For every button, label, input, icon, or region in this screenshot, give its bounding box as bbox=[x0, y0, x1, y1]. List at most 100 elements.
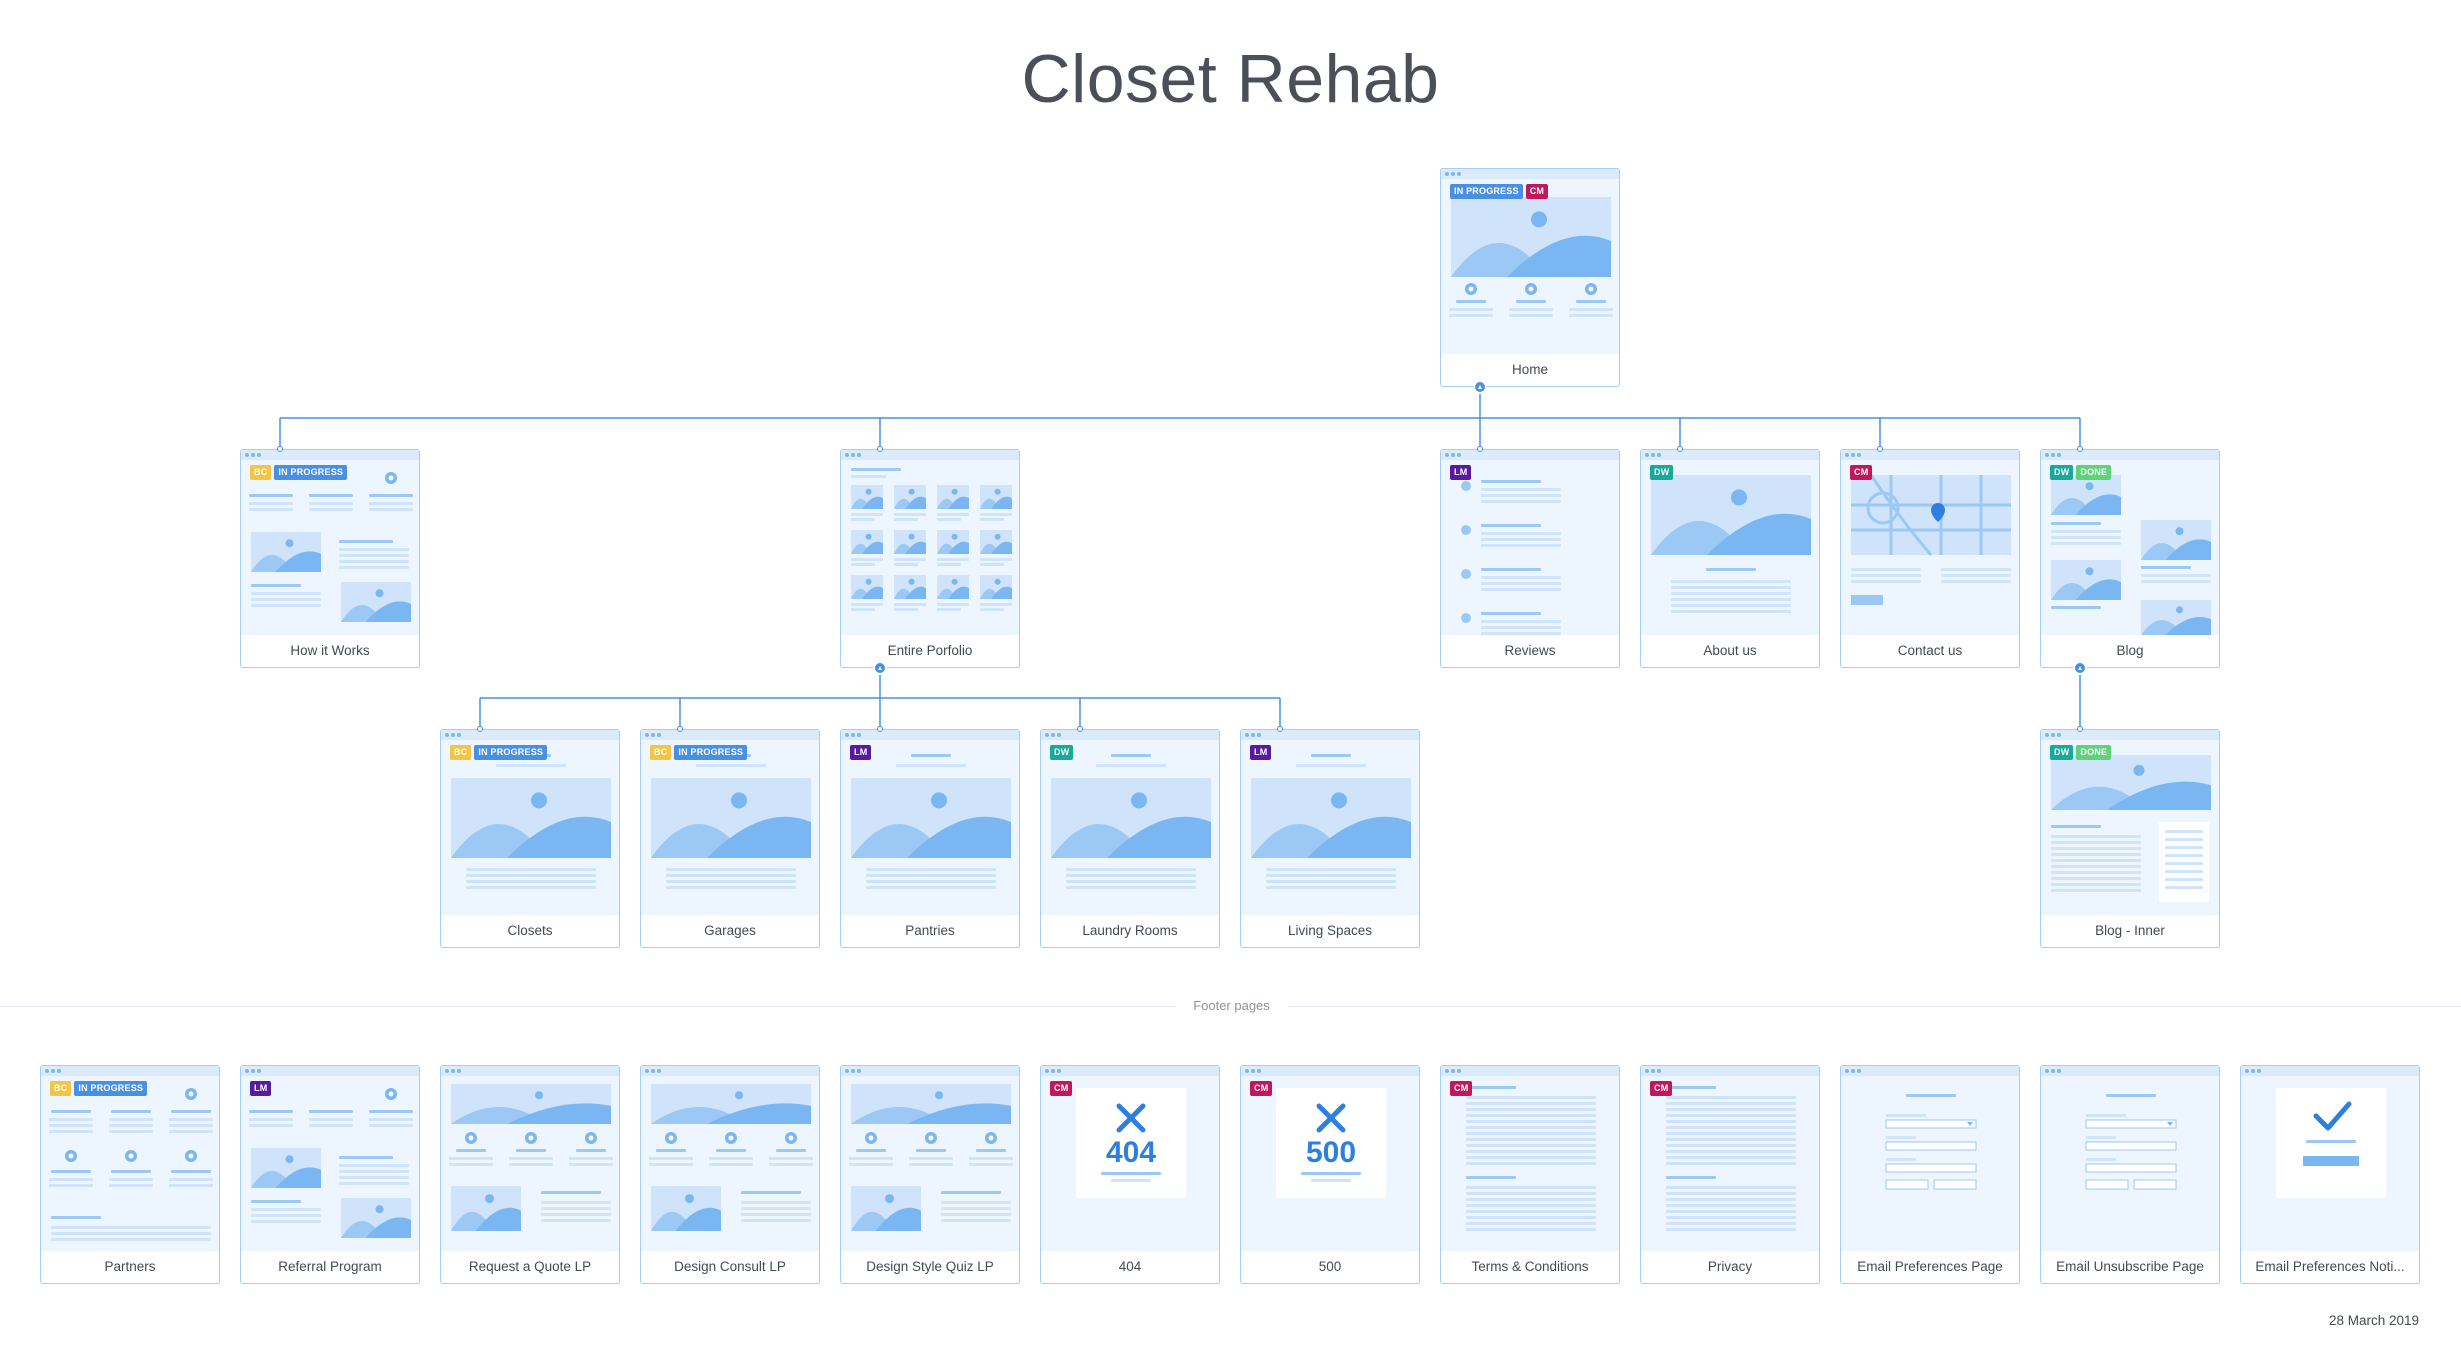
wireframe-thumbnail bbox=[1241, 740, 1419, 915]
page-card-contact-us[interactable]: CM Contact us bbox=[1840, 449, 2020, 668]
thumbnail-art bbox=[1251, 754, 1411, 889]
thumbnail-art bbox=[2051, 755, 2211, 902]
thumbnail-art bbox=[2085, 1094, 2177, 1190]
window-dot-icon bbox=[1845, 453, 1849, 457]
page-card-design-consult[interactable]: Design Consult LP bbox=[640, 1065, 820, 1284]
wireframe-thumbnail bbox=[241, 1076, 419, 1251]
thumbnail-art bbox=[449, 1084, 613, 1231]
wireframe-thumbnail bbox=[1441, 460, 1619, 635]
wireframe-window-bar bbox=[841, 450, 1019, 460]
page-card-email-unsubscribe[interactable]: Email Unsubscribe Page bbox=[2040, 1065, 2220, 1284]
window-dot-icon bbox=[851, 733, 855, 737]
window-dot-icon bbox=[45, 1069, 49, 1073]
collapse-toggle-icon[interactable] bbox=[1473, 380, 1487, 394]
page-card-email-preferences-notif[interactable]: Email Preferences Noti... bbox=[2240, 1065, 2420, 1284]
collapse-toggle-icon[interactable] bbox=[2073, 661, 2087, 675]
status-badge: LM bbox=[1250, 745, 1272, 760]
status-badges: CM bbox=[1450, 1081, 1473, 1096]
wireframe-thumbnail bbox=[2041, 460, 2219, 635]
wireframe-window-bar bbox=[1241, 1066, 1419, 1076]
window-dot-icon bbox=[2045, 453, 2049, 457]
window-dot-icon bbox=[1045, 1069, 1049, 1073]
connector-anchor-icon bbox=[2077, 726, 2083, 732]
thumbnail-art bbox=[49, 1088, 213, 1241]
status-badge: DONE bbox=[2076, 745, 2112, 760]
page-card-request-quote[interactable]: Request a Quote LP bbox=[440, 1065, 620, 1284]
page-label: Living Spaces bbox=[1287, 923, 1373, 938]
status-badge: DW bbox=[1050, 745, 1074, 760]
window-dot-icon bbox=[1245, 1069, 1249, 1073]
wireframe-thumbnail bbox=[841, 740, 1019, 915]
status-badge: BC bbox=[50, 1081, 72, 1096]
wireframe-thumbnail bbox=[1641, 1076, 1819, 1251]
status-badge: DW bbox=[1650, 465, 1674, 480]
collapse-toggle-icon[interactable] bbox=[873, 661, 887, 675]
page-label: Request a Quote LP bbox=[468, 1259, 592, 1274]
wireframe-thumbnail bbox=[241, 460, 419, 635]
wireframe-thumbnail bbox=[1441, 1076, 1619, 1251]
connector-anchor-icon bbox=[877, 446, 883, 452]
status-badge: CM bbox=[1050, 1081, 1073, 1096]
page-label: Entire Porfolio bbox=[887, 643, 973, 658]
window-dot-icon bbox=[2045, 733, 2049, 737]
window-dot-icon bbox=[1451, 172, 1455, 176]
thumbnail-art bbox=[2051, 475, 2211, 635]
page-label: Contact us bbox=[1897, 643, 1963, 658]
connector-anchor-icon bbox=[1077, 726, 1083, 732]
window-dot-icon bbox=[1651, 1069, 1655, 1073]
thumbnail-art bbox=[1885, 1094, 1977, 1190]
window-dot-icon bbox=[2245, 1069, 2249, 1073]
window-dot-icon bbox=[251, 453, 255, 457]
status-badges: CM bbox=[1850, 465, 1873, 480]
wireframe-window-bar bbox=[2041, 1066, 2219, 1076]
thumbnail-art bbox=[2276, 1088, 2386, 1198]
thumbnail-art bbox=[1651, 475, 1811, 613]
wireframe-window-bar bbox=[1441, 1066, 1619, 1076]
wireframe-thumbnail bbox=[441, 740, 619, 915]
document-date: 28 March 2019 bbox=[2328, 1313, 2419, 1328]
wireframe-window-bar bbox=[841, 1066, 1019, 1076]
wireframe-thumbnail bbox=[2041, 740, 2219, 915]
window-dot-icon bbox=[1457, 1069, 1461, 1073]
page-card-entire-portfolio[interactable]: Entire Porfolio bbox=[840, 449, 1020, 668]
window-dot-icon bbox=[457, 1069, 461, 1073]
thumbnail-art bbox=[249, 1088, 413, 1238]
page-card-living-spaces[interactable]: LM Living Spaces bbox=[1240, 729, 1420, 948]
status-badge: DW bbox=[2050, 465, 2074, 480]
page-label: 500 bbox=[1318, 1259, 1342, 1274]
window-dot-icon bbox=[2057, 733, 2061, 737]
page-label: Email Preferences Noti... bbox=[2255, 1259, 2405, 1274]
connector-anchor-icon bbox=[277, 446, 283, 452]
wireframe-thumbnail bbox=[1041, 740, 1219, 915]
window-dot-icon bbox=[1257, 1069, 1261, 1073]
window-dot-icon bbox=[645, 733, 649, 737]
page-label: Blog - Inner bbox=[2095, 923, 2165, 938]
window-dot-icon bbox=[851, 1069, 855, 1073]
connector-anchor-icon bbox=[1277, 726, 1283, 732]
page-card-design-style-quiz[interactable]: Design Style Quiz LP bbox=[840, 1065, 1020, 1284]
window-dot-icon bbox=[1045, 733, 1049, 737]
status-badges: DW bbox=[1050, 745, 1074, 760]
wireframe-window-bar bbox=[1641, 1066, 1819, 1076]
page-label: Garages bbox=[704, 923, 756, 938]
wireframe-thumbnail bbox=[641, 1076, 819, 1251]
page-card-email-preferences[interactable]: Email Preferences Page bbox=[1840, 1065, 2020, 1284]
